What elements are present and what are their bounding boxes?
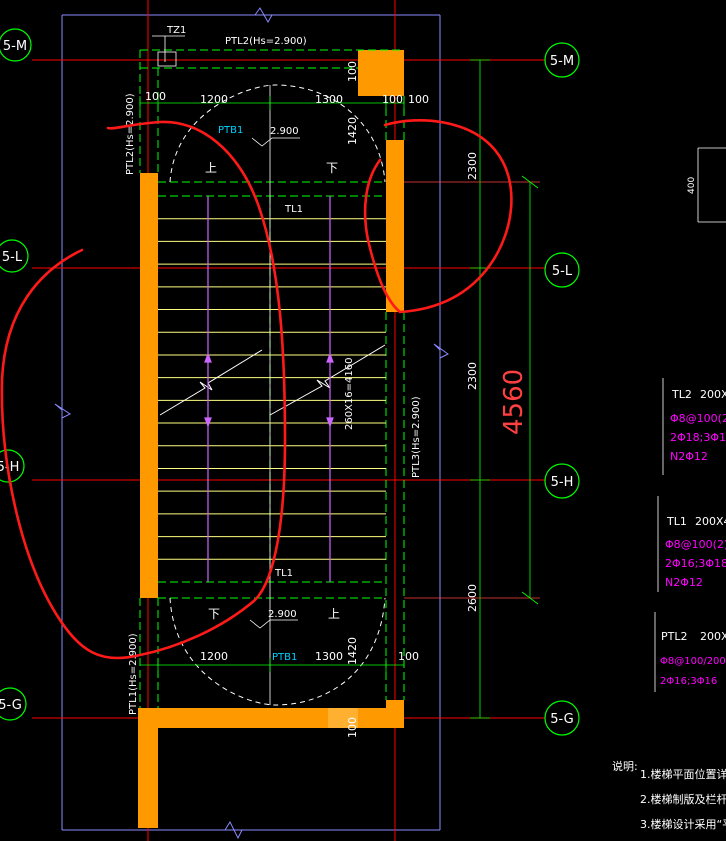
bubble-left-5m-label: 5-M — [3, 39, 27, 54]
tz1-leader — [152, 35, 185, 67]
svg-text:1300: 1300 — [315, 93, 343, 106]
ptl1-left-label: PTL1(Hs=2.900) — [128, 633, 139, 715]
tl1-top-label: TL1 — [284, 204, 303, 215]
tl2-size: 200X6 — [700, 388, 726, 401]
down-top-right: 下 — [326, 161, 338, 175]
up-top-left: 上 — [205, 161, 217, 175]
dashed-beam-lines — [139, 49, 405, 708]
stair-note-label: 260X16=4160 — [344, 358, 355, 431]
ptl2-left-label: PTL2(Hs=2.900) — [125, 93, 136, 175]
tl2-name: TL2 — [671, 388, 692, 401]
elev-top-label: 2.900 — [270, 126, 299, 137]
svg-text:100: 100 — [346, 61, 359, 82]
top-right-column — [358, 50, 404, 96]
bubble-right-5h-label: 5-H — [551, 475, 574, 490]
stair-treads — [158, 218, 386, 560]
beam-table-tl1: TL1 200X4 Φ8@100(2) 2Φ16;3Φ18 N2Φ12 — [657, 496, 726, 592]
svg-text:1300: 1300 — [315, 650, 343, 663]
bubble-left-5m: 5-M — [0, 28, 32, 62]
tl1-line-1: Φ8@100(2) — [665, 538, 726, 551]
tl1-bottom-label: TL1 — [274, 568, 293, 579]
bubble-right-5h: 5-H — [544, 463, 580, 499]
markup-circle-left-large — [0, 120, 287, 660]
bubble-left-5h: 5-H — [0, 449, 25, 483]
ptl2-top-label: PTL2(Hs=2.900) — [225, 36, 307, 47]
bottom-left-wall — [138, 708, 158, 828]
bubble-right-5l: 5-L — [544, 252, 580, 288]
top-dimension-line — [139, 96, 405, 672]
ptl3-right-label: PTL3(Hs=2.900) — [411, 396, 422, 478]
notes-item-1: 1.楼梯平面位置详结构平 — [640, 767, 726, 781]
ptb1-bottom-label: PTB1 — [272, 652, 297, 663]
svg-text:1200: 1200 — [200, 650, 228, 663]
tl1-size: 200X4 — [695, 515, 726, 528]
grid-bubbles: 5-M 5-L 5-H 5-G 5-M 5-L 5-H 5-G — [0, 28, 580, 736]
svg-text:100: 100 — [408, 93, 429, 106]
svg-text:100: 100 — [382, 93, 403, 106]
svg-text:1420: 1420 — [346, 637, 359, 665]
bottom-right-post — [386, 700, 404, 728]
bubble-left-5g: 5-G — [0, 687, 27, 721]
notes-title: 说明: — [612, 759, 638, 773]
notes-item-2: 2.楼梯制版及栏杆埋件详 — [640, 792, 726, 806]
flight-arrows — [204, 196, 334, 582]
ptl2-line-2: 2Φ16;3Φ16 — [660, 676, 717, 687]
svg-text:400: 400 — [687, 177, 697, 194]
bubble-left-5l: 5-L — [0, 239, 29, 273]
elevation-markers — [249, 137, 300, 629]
ptl2-line-1: Φ8@100/200(2) — [660, 656, 726, 667]
svg-text:100: 100 — [398, 650, 419, 663]
elev-bottom-label: 2.900 — [268, 609, 297, 620]
right-wall — [386, 140, 404, 312]
svg-text:100: 100 — [346, 717, 359, 738]
tl2-line-2: 2Φ18;3Φ18 — [670, 431, 726, 444]
outline-lines — [54, 7, 449, 840]
notes-item-3: 3.楼梯设计采用“平法” — [640, 817, 726, 831]
dimension-texts: 100 1200 1300 100 100 1420 100 1200 1300… — [145, 61, 697, 738]
ptl2-name: PTL2 — [661, 630, 687, 643]
tl1-line-3: N2Φ12 — [665, 576, 703, 589]
svg-text:2300: 2300 — [466, 152, 479, 180]
walls — [138, 50, 404, 828]
total-dimension: 4560 — [499, 369, 529, 435]
down-bottom-left: 下 — [208, 607, 220, 621]
svg-text:1420: 1420 — [346, 117, 359, 145]
bubble-right-5g: 5-G — [544, 700, 580, 736]
ptb1-top-label: PTB1 — [218, 125, 243, 136]
bubble-left-5l-label: 5-L — [2, 250, 23, 265]
bubble-right-5g-label: 5-G — [550, 712, 574, 727]
ptl2-size: 200X4 — [700, 630, 726, 643]
bubble-right-5m: 5-M — [544, 42, 580, 78]
bubble-left-5g-label: 5-G — [0, 698, 22, 713]
bubble-right-5l-label: 5-L — [552, 264, 573, 279]
svg-text:1200: 1200 — [200, 93, 228, 106]
beam-table-tl2: TL2 200X6 Φ8@100(2) 2Φ18;3Φ18 N2Φ12 — [662, 378, 726, 475]
small-section-box — [697, 147, 726, 223]
svg-text:2600: 2600 — [466, 584, 479, 612]
tl1-name: TL1 — [666, 515, 687, 528]
bubble-right-5m-label: 5-M — [550, 54, 574, 69]
up-bottom-right: 上 — [328, 607, 340, 621]
left-wall — [140, 173, 158, 598]
markup-circle-right — [363, 119, 513, 314]
break-lines — [159, 344, 386, 416]
svg-text:2300: 2300 — [466, 362, 479, 390]
tl2-line-3: N2Φ12 — [670, 450, 708, 463]
tl2-line-1: Φ8@100(2) — [670, 412, 726, 425]
tl1-line-2: 2Φ16;3Φ18 — [665, 557, 726, 570]
notes: 说明: 1.楼梯平面位置详结构平 2.楼梯制版及栏杆埋件详 3.楼梯设计采用“平… — [612, 759, 726, 831]
right-dimension-line — [404, 59, 540, 719]
beam-table-ptl2: PTL2 200X4 Φ8@100/200(2) 2Φ16;3Φ16 — [654, 612, 726, 692]
tz1-label: TZ1 — [166, 25, 186, 36]
svg-text:100: 100 — [145, 90, 166, 103]
bubble-left-5h-label: 5-H — [0, 460, 19, 475]
red-markup — [0, 119, 513, 660]
plan-labels: TZ1 PTL2(Hs=2.900) PTL2(Hs=2.900) PTL1(H… — [125, 25, 422, 715]
